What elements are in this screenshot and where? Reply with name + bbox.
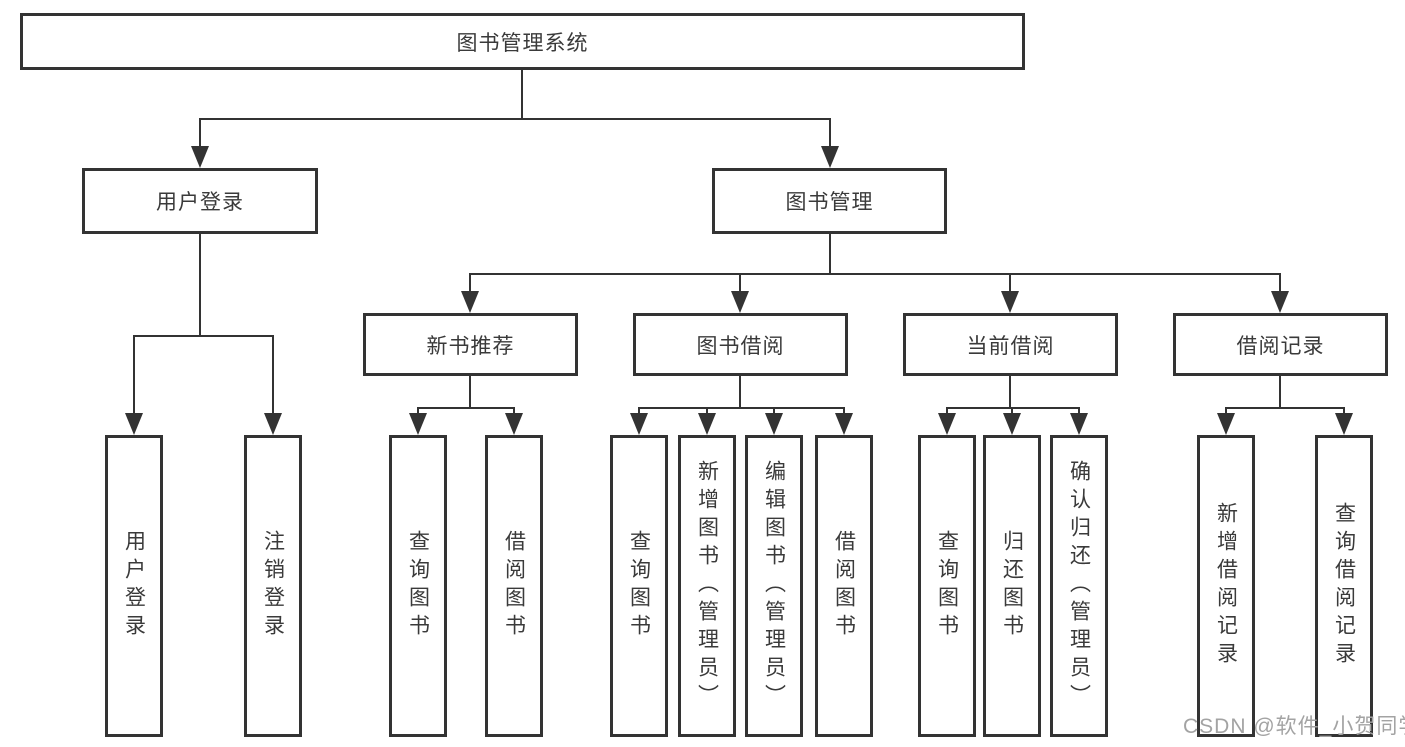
connector-vline: [469, 273, 471, 293]
leaf-query-books-recommend: 查询图书: [389, 435, 447, 737]
connector-vline: [1225, 407, 1227, 415]
node-label: 当前借阅: [966, 334, 1055, 358]
leaf-borrow-books-recommend: 借阅图书: [485, 435, 543, 737]
connector-hline: [417, 407, 515, 409]
arrowhead-down: [731, 291, 749, 313]
connector-hline: [946, 407, 1080, 409]
connector-vline: [946, 407, 948, 415]
node-label: 注销登录: [261, 530, 285, 642]
connector-vline: [417, 407, 419, 415]
arrowhead-down: [264, 413, 282, 435]
node-user-login: 用户登录: [82, 168, 318, 234]
connector-vline: [199, 234, 201, 335]
arrowhead-down: [938, 413, 956, 435]
node-label: 确认归还（管理员）: [1067, 460, 1091, 712]
connector-vline: [1078, 407, 1080, 415]
node-current-borrow: 当前借阅: [903, 313, 1118, 376]
leaf-query-books-current: 查询图书: [918, 435, 976, 737]
node-label: 归还图书: [1000, 530, 1024, 642]
connector-vline: [773, 407, 775, 415]
arrowhead-down: [1271, 291, 1289, 313]
connector-vline: [469, 376, 471, 407]
arrowhead-down: [630, 413, 648, 435]
connector-vline: [1343, 407, 1345, 415]
node-label: 查询图书: [935, 530, 959, 642]
node-label: 借阅记录: [1236, 334, 1325, 358]
connector-vline: [739, 376, 741, 407]
arrowhead-down: [1003, 413, 1021, 435]
arrowhead-down: [1217, 413, 1235, 435]
connector-vline: [133, 335, 135, 415]
leaf-confirm-return-admin: 确认归还（管理员）: [1050, 435, 1108, 737]
arrowhead-down: [1001, 291, 1019, 313]
connector-vline: [272, 335, 274, 415]
arrowhead-down: [125, 413, 143, 435]
node-book-borrow: 图书借阅: [633, 313, 848, 376]
connector-vline: [829, 234, 831, 273]
connector-vline: [521, 70, 523, 118]
arrowhead-down: [409, 413, 427, 435]
arrowhead-down: [191, 146, 209, 168]
node-label: 借阅图书: [502, 530, 526, 642]
connector-hline: [133, 335, 274, 337]
node-label: 查询图书: [406, 530, 430, 642]
arrowhead-down: [765, 413, 783, 435]
node-book-management: 图书管理: [712, 168, 947, 234]
connector-hline: [638, 407, 845, 409]
node-label: 新增图书（管理员）: [695, 460, 719, 712]
node-label: 新书推荐: [426, 334, 515, 358]
node-label: 新增借阅记录: [1214, 502, 1238, 670]
node-label: 图书管理系统: [456, 31, 589, 55]
connector-vline: [513, 407, 515, 415]
arrowhead-down: [1070, 413, 1088, 435]
node-label: 图书管理: [785, 191, 874, 214]
connector-vline: [1009, 376, 1011, 407]
csdn-watermark: CSDN @软件_小贺同学: [1183, 715, 1405, 738]
node-label: 查询图书: [627, 530, 651, 642]
connector-vline: [829, 118, 831, 148]
leaf-add-borrow-record: 新增借阅记录: [1197, 435, 1255, 737]
node-new-book-recommend: 新书推荐: [363, 313, 578, 376]
connector-vline: [1009, 273, 1011, 293]
connector-vline: [1279, 376, 1281, 407]
connector-vline: [739, 273, 741, 293]
connector-hline: [1225, 407, 1345, 409]
connector-vline: [706, 407, 708, 415]
connector-vline: [199, 118, 201, 148]
node-label: 借阅图书: [832, 530, 856, 642]
arrowhead-down: [835, 413, 853, 435]
leaf-borrow-books: 借阅图书: [815, 435, 873, 737]
leaf-add-books-admin: 新增图书（管理员）: [678, 435, 736, 737]
leaf-edit-books-admin: 编辑图书（管理员）: [745, 435, 803, 737]
connector-vline: [1279, 273, 1281, 293]
leaf-user-login: 用户登录: [105, 435, 163, 737]
arrowhead-down: [461, 291, 479, 313]
connector-hline: [469, 273, 1281, 275]
node-label: 编辑图书（管理员）: [762, 460, 786, 712]
connector-vline: [1011, 407, 1013, 415]
node-system: 图书管理系统: [20, 13, 1025, 70]
arrowhead-down: [1335, 413, 1353, 435]
leaf-query-borrow-record: 查询借阅记录: [1315, 435, 1373, 737]
node-borrow-records: 借阅记录: [1173, 313, 1388, 376]
node-label: 图书借阅: [696, 334, 785, 358]
arrowhead-down: [505, 413, 523, 435]
arrowhead-down: [821, 146, 839, 168]
node-label: 用户登录: [156, 191, 244, 214]
node-label: 查询借阅记录: [1332, 502, 1356, 670]
leaf-return-books: 归还图书: [983, 435, 1041, 737]
arrowhead-down: [698, 413, 716, 435]
connector-vline: [638, 407, 640, 415]
leaf-logout-login: 注销登录: [244, 435, 302, 737]
connector-hline: [199, 118, 831, 120]
leaf-query-books-borrow: 查询图书: [610, 435, 668, 737]
connector-vline: [843, 407, 845, 415]
node-label: 用户登录: [122, 530, 146, 642]
